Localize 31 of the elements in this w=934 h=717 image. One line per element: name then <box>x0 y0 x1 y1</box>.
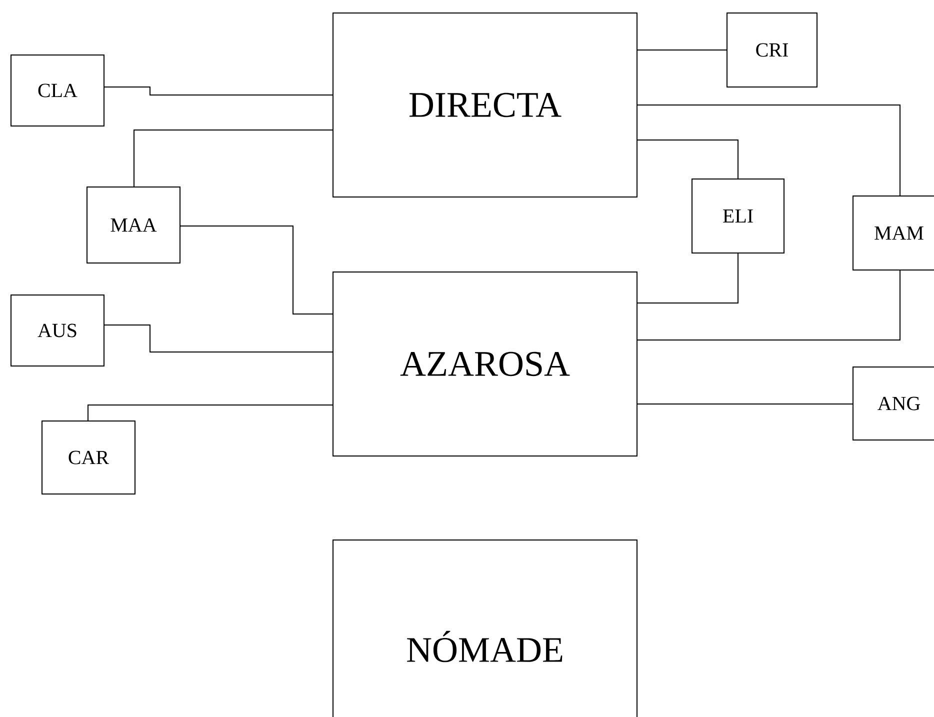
box <box>86 186 180 264</box>
box-label: MAA <box>110 218 157 232</box>
box <box>332 272 638 456</box>
connector-line <box>134 130 334 188</box>
box-label: CAR <box>68 450 110 464</box>
box <box>692 178 785 254</box>
box <box>42 420 136 494</box>
box <box>852 196 934 270</box>
box <box>10 294 104 366</box>
box-label: CLA <box>38 84 78 98</box>
connector-line <box>636 270 901 340</box>
box <box>332 12 638 198</box>
connector-line <box>636 104 901 196</box>
connector-line <box>104 324 334 352</box>
box-label: DIRECTA <box>410 92 562 118</box>
box <box>332 540 638 717</box>
box-label: ANG <box>878 396 920 410</box>
connector-line <box>180 226 334 314</box>
box-label: MAM <box>874 226 924 240</box>
box-label: ELI <box>723 209 753 223</box>
box <box>852 366 934 440</box>
connector-line <box>104 86 334 96</box>
box-label: AZAROSA <box>400 352 570 376</box>
connector-line <box>636 140 738 180</box>
box-label: AUS <box>38 324 76 338</box>
box-label: CRI <box>756 43 788 57</box>
box-label: NÓMADE <box>407 630 562 662</box>
box <box>10 54 104 126</box>
connector-line <box>636 252 738 304</box>
box <box>726 12 818 88</box>
connector-line <box>88 404 334 422</box>
